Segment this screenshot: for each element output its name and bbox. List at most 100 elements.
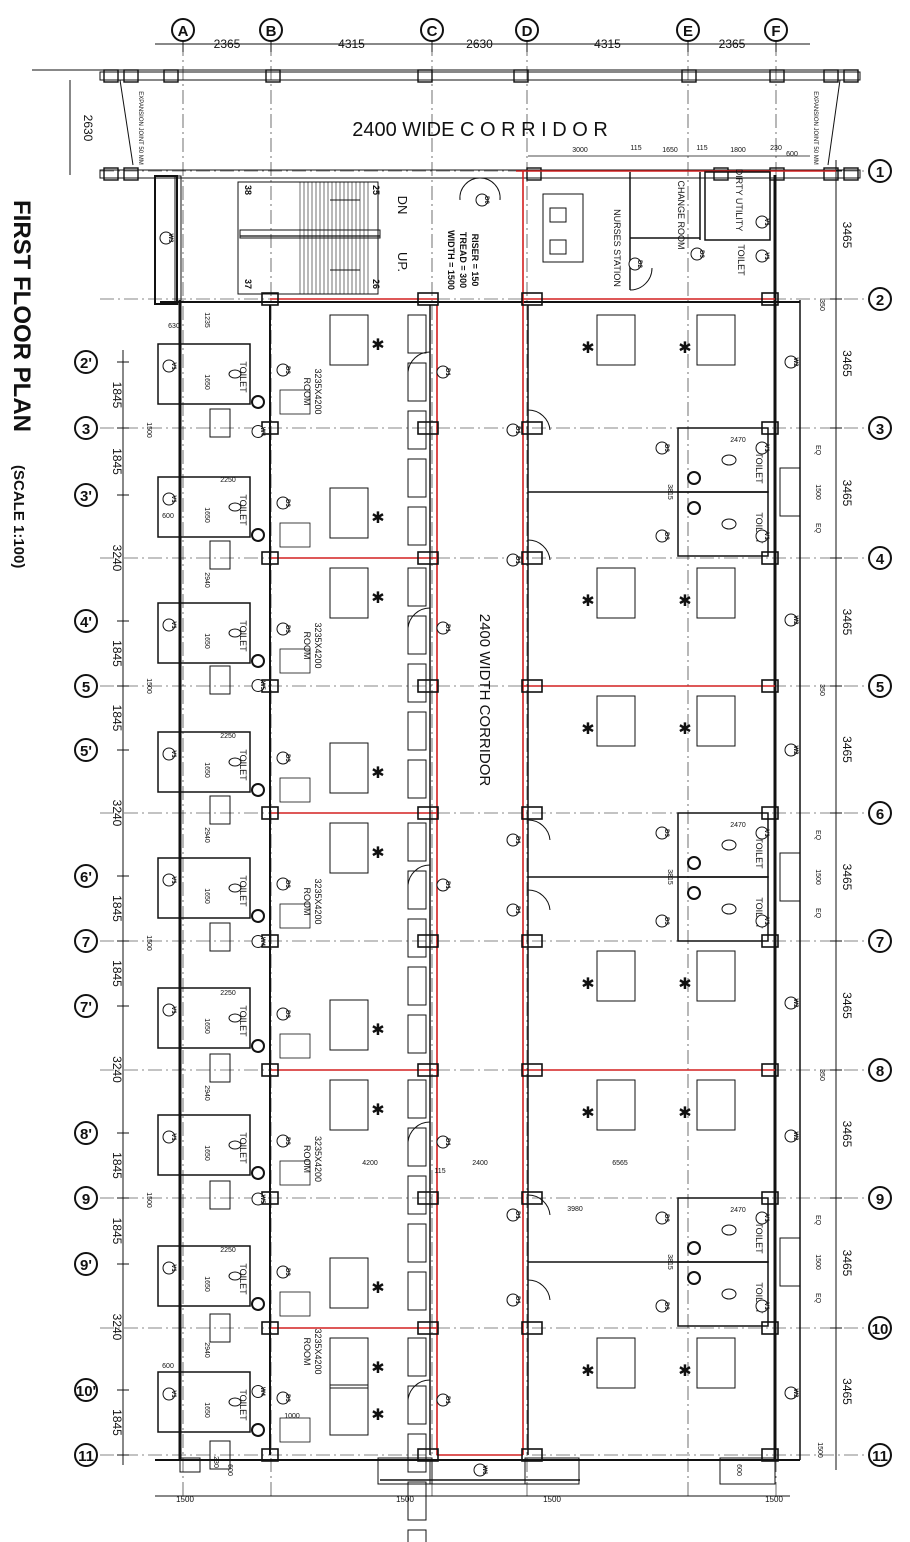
wardrobe [407,1433,427,1473]
bed-sidetable-icon: ✱ [371,510,384,527]
grid-row-10: 10 [872,1321,889,1338]
tag-circle [755,826,769,840]
bed [329,999,369,1051]
door-swing [407,1379,431,1401]
column [521,1321,543,1335]
dim-small: 1650 [203,1145,210,1161]
room-label: ROOM [302,1145,312,1173]
tag-label: V1 [763,444,769,452]
wc-icon [721,1288,737,1300]
wc-icon [228,628,242,638]
toilet-label: TOILET [238,1389,248,1421]
dim-small: 1500 [814,484,821,500]
row-dim-left: 1845 [110,1218,124,1245]
toilet-label: TOILET [238,494,248,526]
basin-icon [251,1039,265,1053]
door-swing [407,351,431,373]
wc-icon [228,1271,242,1281]
column [521,421,543,435]
grid-row-left-7-circle [74,929,98,953]
toilet-label: TOILET [238,1005,248,1037]
row-dim-left: 1845 [110,1152,124,1179]
grid-row-left-11: 11 [78,1448,94,1465]
expansion-joint-left: EXPANSION JOINT 50 MM [137,91,143,164]
tag-label: D3 [663,532,669,540]
plan-linework [32,38,868,1542]
tag-label: W2 [792,358,798,368]
bed [329,1079,369,1131]
tag-circle [162,1130,176,1144]
dim-small: 1500 [816,1442,823,1458]
dim-small: 230 [212,1456,219,1468]
tag-circle [755,249,769,263]
tag-label: D3 [284,499,290,507]
basin-icon [687,1271,701,1285]
dim-small: EQ [814,830,821,841]
grid-row-left-5: 5 [82,679,90,696]
grid-col-B-circle [259,18,283,42]
column [761,679,779,693]
column [769,69,785,83]
dim-small: 600 [735,1464,742,1476]
shower-tray [279,1160,311,1186]
tag-circle [784,996,798,1010]
toilet-label: TOILET [754,452,764,484]
toilet-label: TOILET [238,1132,248,1164]
wardrobe [407,1223,427,1263]
tag-label: V1 [170,621,176,629]
bed [696,314,736,366]
column [521,806,543,820]
tag-circle [655,529,669,543]
tag-circle [655,1299,669,1313]
dim-small: 2940 [203,827,210,843]
grid-row-left-10'-circle [74,1378,98,1402]
tag-label: V1 [170,495,176,503]
bed [329,314,369,366]
tag-circle [251,1192,265,1206]
wardrobe [407,711,427,751]
wardrobe [407,506,427,546]
grid-col-E: E [683,23,693,40]
dim-small: 230 [770,145,782,152]
grid-row-6: 6 [876,806,884,823]
change-room-label: CHANGE ROOM [676,180,686,249]
grid-row-left-4'-circle [74,609,98,633]
column [823,167,839,181]
tag-label: D1 [514,426,520,434]
room-size: 3235X4200 [313,622,323,668]
tag-label: V1 [170,1390,176,1398]
col-dim: 2630 [466,37,493,51]
shaft-wall-inner [174,175,182,305]
tag-label: V1 [763,917,769,925]
dim-small: 2400 [472,1160,488,1167]
grid-row-11-circle [868,1443,892,1467]
tag-label: V1 [170,1133,176,1141]
wardrobe [407,1385,427,1425]
tag-circle [276,1134,290,1148]
tag-label: W2 [792,746,798,756]
row-dim-left: 1845 [110,1409,124,1436]
main-corridor-label: 2400 WIDTH CORRIDOR [476,614,493,787]
grid-row-9-circle [868,1186,892,1210]
stair-width: WIDTH = 1500 [446,230,456,290]
row-dim-right: 3465 [840,1121,854,1148]
wc-icon [228,1397,242,1407]
tag-label: D3 [663,829,669,837]
dim-small: 600 [162,1363,174,1370]
col-dim: 2365 [719,37,746,51]
grid-col-D-circle [515,18,539,42]
joint-line [119,79,134,166]
stair-riser: RISER = 150 [470,234,480,287]
bed [596,567,636,619]
bed [329,567,369,619]
bed-sidetable-icon: ✱ [581,1105,594,1122]
basin-icon [251,909,265,923]
bottom-dim: 1500 [543,1495,561,1504]
grid-row-left-11-circle [74,1443,98,1467]
plan-title-block: FIRST FLOOR PLAN (SCALE 1:100) [8,200,35,568]
toilet-vent [157,602,181,664]
column [103,69,119,83]
tag-label: D3 [284,754,290,762]
bottom-entry [429,1459,526,1485]
